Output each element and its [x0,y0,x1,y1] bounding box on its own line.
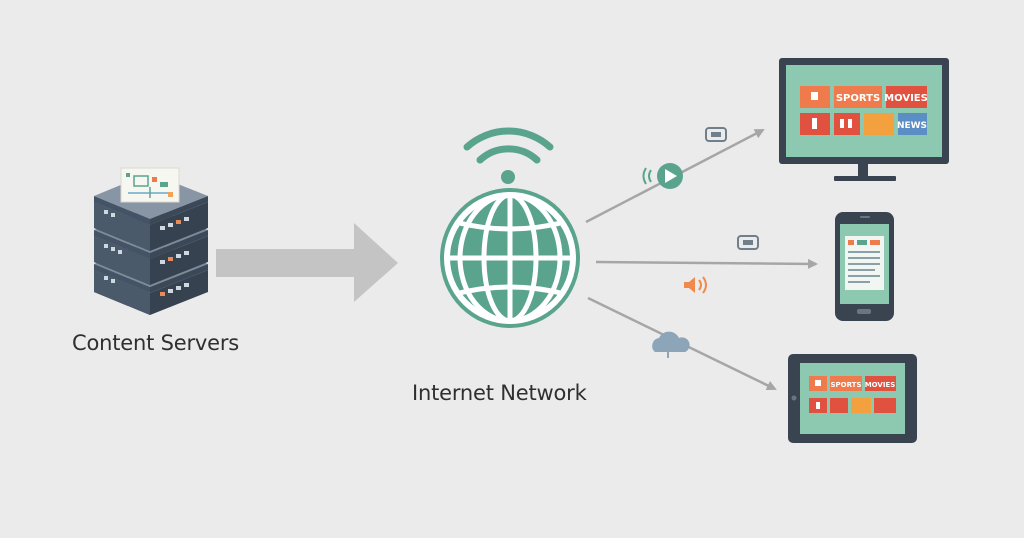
wifi-signal-icon [463,127,554,184]
cloud-upload-icon [652,331,690,358]
tile [864,113,894,135]
globe-icon [440,188,580,328]
content-card [120,167,180,203]
tile [851,398,871,413]
tile [865,376,896,391]
speaker-icon [684,276,707,294]
play-stream-icon [642,163,683,189]
tile [898,113,927,135]
tile-label: MOVIES [884,93,928,104]
smartphone-icon [835,212,894,321]
tile-label: SPORTS [830,381,861,389]
tile [874,398,896,413]
wifi-badge-icon [705,127,727,142]
tile-label: NEWS [897,121,927,131]
flow-arrow [216,223,398,302]
tablet-icon: SPORTS MOVIES [788,354,917,443]
connector-to-phone [595,258,818,269]
tile [834,86,882,108]
tile [886,86,927,108]
wifi-badge-icon [737,235,759,250]
television-icon: SPORTS MOVIES NEWS [779,58,949,181]
server-stack-icon [94,167,208,315]
tile [830,398,848,413]
tile-label: SPORTS [836,93,880,104]
content-servers-label: Content Servers [72,331,239,355]
tile [834,113,860,135]
internet-network-label: Internet Network [412,381,587,405]
tile-label: MOVIES [865,381,896,389]
tile [830,376,862,391]
